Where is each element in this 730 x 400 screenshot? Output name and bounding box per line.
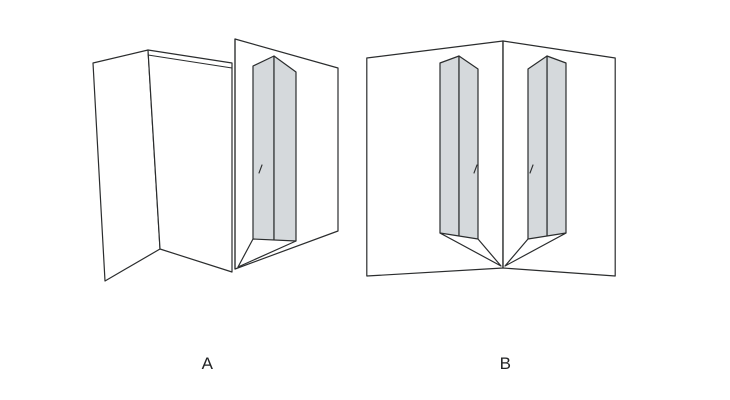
bifold-door-panel-near [252, 55, 275, 244]
open-door-panel [147, 49, 233, 273]
floor-fold-triangle [237, 238, 297, 268]
figure-a-label: A [201, 354, 214, 373]
wall-left-panel [366, 40, 504, 277]
figure-a-drawing [92, 38, 339, 282]
open-door-top-rail-line [147, 54, 233, 69]
bifold-door-right-panel-near [546, 55, 567, 244]
floor-fold-triangle-left [439, 232, 502, 267]
bifold-door-left-panel-far [458, 55, 479, 244]
figure-b-label: B [499, 354, 512, 373]
figure-b-drawing [366, 40, 616, 277]
bifold-door-panel-far [273, 55, 297, 244]
bifold-door [252, 55, 297, 244]
bifold-door-left-panel-near [439, 55, 460, 244]
floor-fold-triangle-right [504, 232, 567, 267]
figure-b [366, 36, 616, 291]
bifold-door-right-panel-far [527, 55, 548, 244]
bifold-door-left [439, 55, 479, 244]
bifold-door-right [527, 55, 567, 244]
figure-a [86, 36, 346, 291]
door-handle-right-icon [529, 164, 534, 174]
door-handle-left-icon [473, 164, 478, 174]
door-handle-icon [258, 164, 263, 174]
